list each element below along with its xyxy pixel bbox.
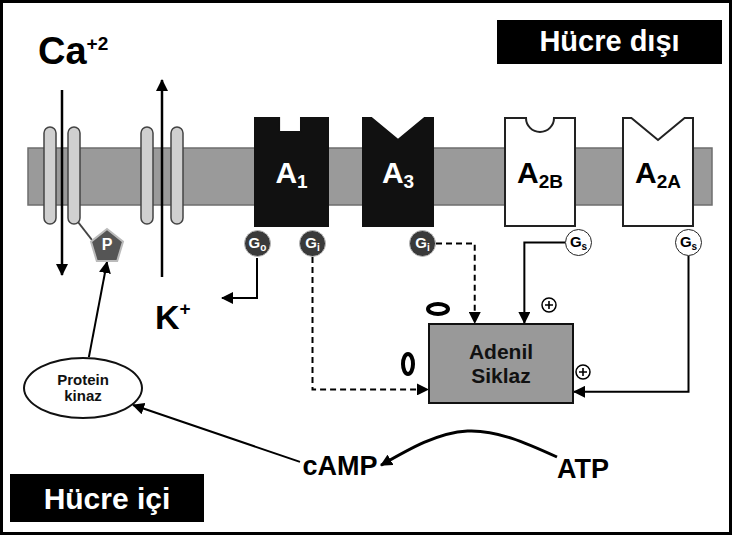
main-glyphs: Ca [38,30,87,72]
subscript: 2B [539,171,563,192]
region-label-box: Hücre dışı [497,20,722,64]
subscript: 2A [657,171,681,192]
node-text: ATP [557,455,609,485]
stimulation-connector [574,256,689,392]
channel-pore [68,127,80,224]
main-glyphs: A [635,156,657,189]
minus-sign [428,304,448,314]
node-text: Gs [680,234,697,251]
phospho-link [78,222,92,240]
main-glyphs: G [305,234,317,251]
plus-sign [576,365,590,379]
node-text: P [102,236,113,254]
receptor-shape: A2B [505,118,575,226]
molecule-label: cAMP [300,450,380,484]
shape-outline-path [255,118,328,226]
plus-cross [545,301,553,309]
main-glyphs: A [382,156,404,189]
plus-circle [542,298,556,312]
node-text: cAMP [302,452,377,482]
shape-outline-path [505,118,575,226]
node-text: A1 [275,156,307,189]
superscript: + [180,298,191,319]
node-text: A2A [635,156,681,189]
subscript: o [260,242,266,253]
subscript: 3 [404,171,415,192]
kinase-ellipse: Protein kinaz [23,357,143,419]
molecule-label: ATP [555,453,611,487]
main-glyphs: G [415,234,427,251]
signal-arrow [133,405,300,462]
node-text: A2B [517,156,563,189]
channel-pore [171,127,183,224]
main-glyphs: G [249,234,261,251]
inhibition-connector [313,257,429,389]
main-glyphs: K [155,298,180,336]
g-protein-circle: Gs [565,229,592,256]
signal-arrow [89,262,107,357]
subscript: s [582,241,588,252]
node-text: Hücre içi [44,482,171,515]
main-glyphs: G [570,233,582,250]
g-protein-circle: Gi [299,230,326,257]
channel-pore [141,127,153,224]
node-text: Protein kinaz [43,372,123,405]
node-text: Go [249,235,267,252]
shape-outline-path [91,229,123,261]
activation-arrow [222,258,257,298]
node-text: A3 [382,156,414,189]
ion-label: K+ [155,298,191,337]
node-text: Gs [570,234,587,251]
region-label-box: Hücre içi [10,474,204,522]
ion-flow-arrow [61,90,64,275]
enzyme-box: Adenil Siklaz [428,323,574,404]
subscript: i [427,242,430,253]
ion-flow-arrow [161,80,164,277]
main-glyphs: A [517,156,539,189]
plus-circle [576,365,590,379]
receptor-shape: A1 [255,118,328,226]
shape-outline-path [623,118,693,226]
stimulation-connector [524,243,565,324]
inhibition-connector [436,244,475,324]
shape-outline-path [363,118,433,226]
conversion-arrow [381,431,557,465]
main-glyphs: A [275,156,297,189]
minus-sign [403,354,413,374]
receptor-shape: A3 [363,118,433,226]
subscript: i [317,242,320,253]
g-protein-circle: Gs [675,229,702,256]
main-glyphs: G [680,233,692,250]
superscript: +2 [87,33,109,54]
plus-sign [542,298,556,312]
node-text: Adenil Siklaz [453,340,549,386]
subscript: s [692,241,698,252]
node-text: Gi [415,235,429,252]
phosphate-pentagon: P [90,228,124,262]
g-protein-circle: Gi [409,230,436,257]
plus-cross [579,368,587,376]
node-text: Hücre dışı [539,26,679,58]
subscript: 1 [297,171,308,192]
receptor-shape: A2A [623,118,693,226]
g-protein-circle: Go [244,230,271,257]
ion-label: Ca+2 [38,30,108,74]
node-text: Gi [305,235,319,252]
channel-pore [44,127,56,224]
